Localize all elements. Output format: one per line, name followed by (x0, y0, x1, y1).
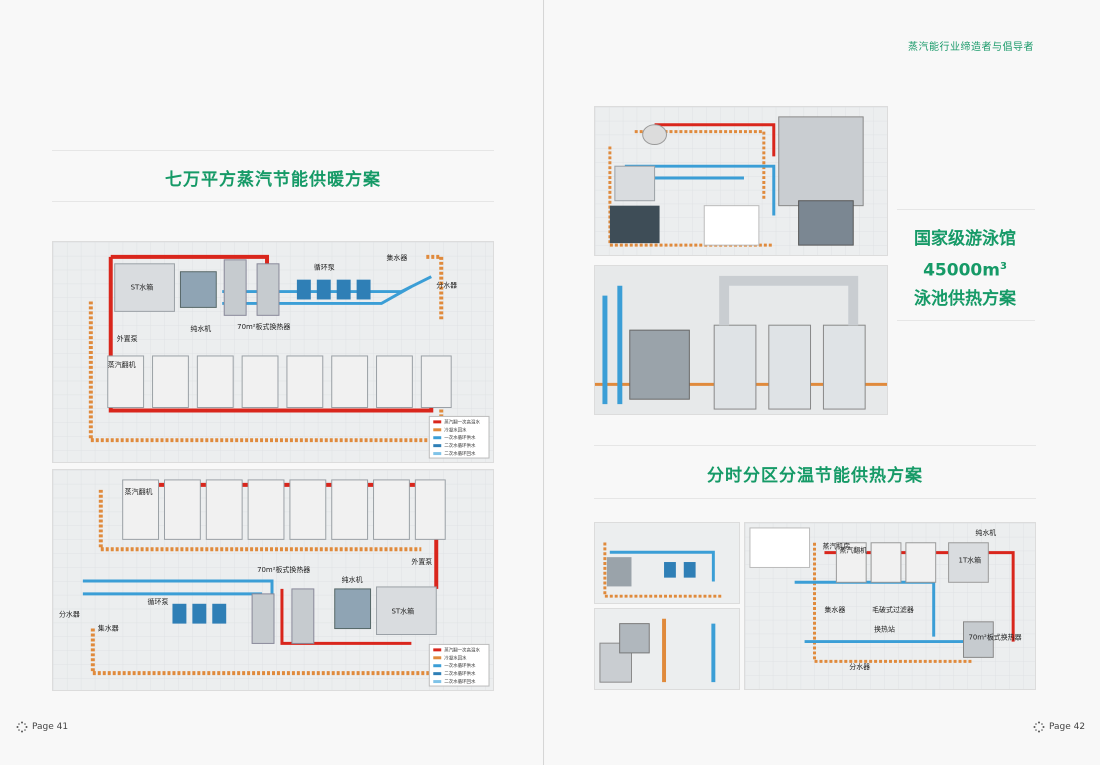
left-page-title: 七万平方蒸汽节能供暖方案 (165, 170, 381, 190)
legend-bottom-5: 二次水循环回水 (444, 678, 476, 685)
zone-title: 分时分区分温节能供热方案 (707, 466, 923, 486)
label-collector-bottom: 集水器 (98, 624, 119, 633)
label-distributor-top: 分水器 (436, 281, 457, 290)
label-ext-pump-top: 外置泵 (117, 334, 138, 343)
title-rule-top (52, 150, 494, 151)
legend-bottom-3: 一次水循环供水 (444, 662, 476, 669)
page-number-left: Page 41 (16, 721, 68, 733)
label-zone-tank: 1T水箱 (959, 556, 982, 565)
sparkle-icon (16, 721, 28, 733)
label-tank-top: ST水箱 (131, 283, 154, 292)
pool-title-sup: 3 (999, 261, 1007, 272)
legend-top-1: 蒸汽翻一次高温水 (444, 418, 480, 425)
label-plate-hx-top: 70m²板式换热器 (237, 322, 290, 331)
page-number-right-text: Page 42 (1049, 722, 1086, 732)
pool-title-rule-top (897, 209, 1035, 210)
label-tank-bottom: ST水箱 (391, 607, 414, 616)
label-pure-water-top: 纯水机 (190, 324, 211, 333)
label-generator-top: 蒸汽翻机 (108, 360, 136, 369)
label-distributor-bottom: 分水器 (59, 610, 80, 619)
legend-bottom-4: 二次水循环供水 (444, 670, 476, 677)
pool-title-line3: 泳池供热方案 (914, 288, 1016, 309)
legend-top-2: 冷凝水回水 (444, 426, 467, 433)
label-generator-bottom: 蒸汽翻机 (125, 487, 153, 496)
label-circ-pump-bottom: 循环泵 (148, 597, 169, 606)
label-zone-plate-hx: 70m²板式换热器 (968, 633, 1021, 642)
legend-bottom-2: 冷凝水回水 (444, 654, 467, 661)
header-tagline: 蒸汽能行业缔造者与倡导者 (908, 42, 1034, 53)
label-zone-filter: 毛破式过滤器 (872, 605, 914, 614)
zone-title-rule-top (594, 445, 1036, 446)
label-ext-pump-bottom: 外置泵 (411, 557, 432, 566)
zone-diagram-small-1 (594, 522, 740, 604)
label-collector-top: 集水器 (386, 253, 407, 262)
title-rule-bottom (52, 201, 494, 202)
label-zone-generator: 蒸汽翻机 (839, 546, 867, 555)
book-spine (543, 0, 544, 765)
label-plate-hx-bottom: 70m²板式换热器 (257, 565, 310, 574)
heating-diagram-bottom: 蒸汽翻机 ST水箱 纯水机 70m²板式换热器 循环泵 集水器 分水器 外置泵 … (52, 469, 494, 691)
pool-title-line1: 国家级游泳馆 (914, 229, 1016, 249)
page-number-left-text: Page 41 (32, 722, 69, 732)
heating-diagram-top: ST水箱 纯水机 70m²板式换热器 循环泵 集水器 分水器 外置泵 蒸汽翻机 (52, 241, 494, 463)
pool-title-line2: 45000m (923, 260, 1000, 281)
zone-title-rule-bottom (594, 498, 1036, 499)
pool-title-line2-wrap: 45000m3 (905, 253, 1025, 285)
label-pure-water-bottom: 纯水机 (342, 575, 363, 584)
legend-bottom-1: 蒸汽翻一次高温水 (444, 646, 480, 653)
zone-diagram-main: 纯水机 1T水箱 蒸汽机房 蒸汽翻机 集水器 毛破式过滤器 换热站 70m²板式… (744, 522, 1036, 690)
label-zone-station: 换热站 (874, 625, 895, 634)
pool-diagram-detail (594, 265, 888, 415)
label-zone-generator-room: 蒸汽机房 (822, 542, 850, 551)
legend-top-4: 二次水循环供水 (444, 442, 476, 449)
label-circ-pump-top: 循环泵 (314, 263, 335, 272)
pool-title-rule-bottom (897, 320, 1035, 321)
label-zone-distributor: 分水器 (849, 662, 870, 671)
page-number-right: Page 42 (1033, 721, 1085, 733)
label-zone-pure-water: 纯水机 (975, 528, 996, 537)
pool-diagram-overview (594, 106, 888, 256)
pool-title: 国家级游泳馆 45000m3 泳池供热方案 (905, 225, 1025, 313)
legend-top-3: 一次水循环供水 (444, 434, 476, 441)
zone-diagram-small-2 (594, 608, 740, 690)
sparkle-icon (1033, 721, 1045, 733)
label-zone-water-pump: 集水器 (824, 605, 845, 614)
legend-top-5: 二次水循环回水 (444, 450, 476, 457)
